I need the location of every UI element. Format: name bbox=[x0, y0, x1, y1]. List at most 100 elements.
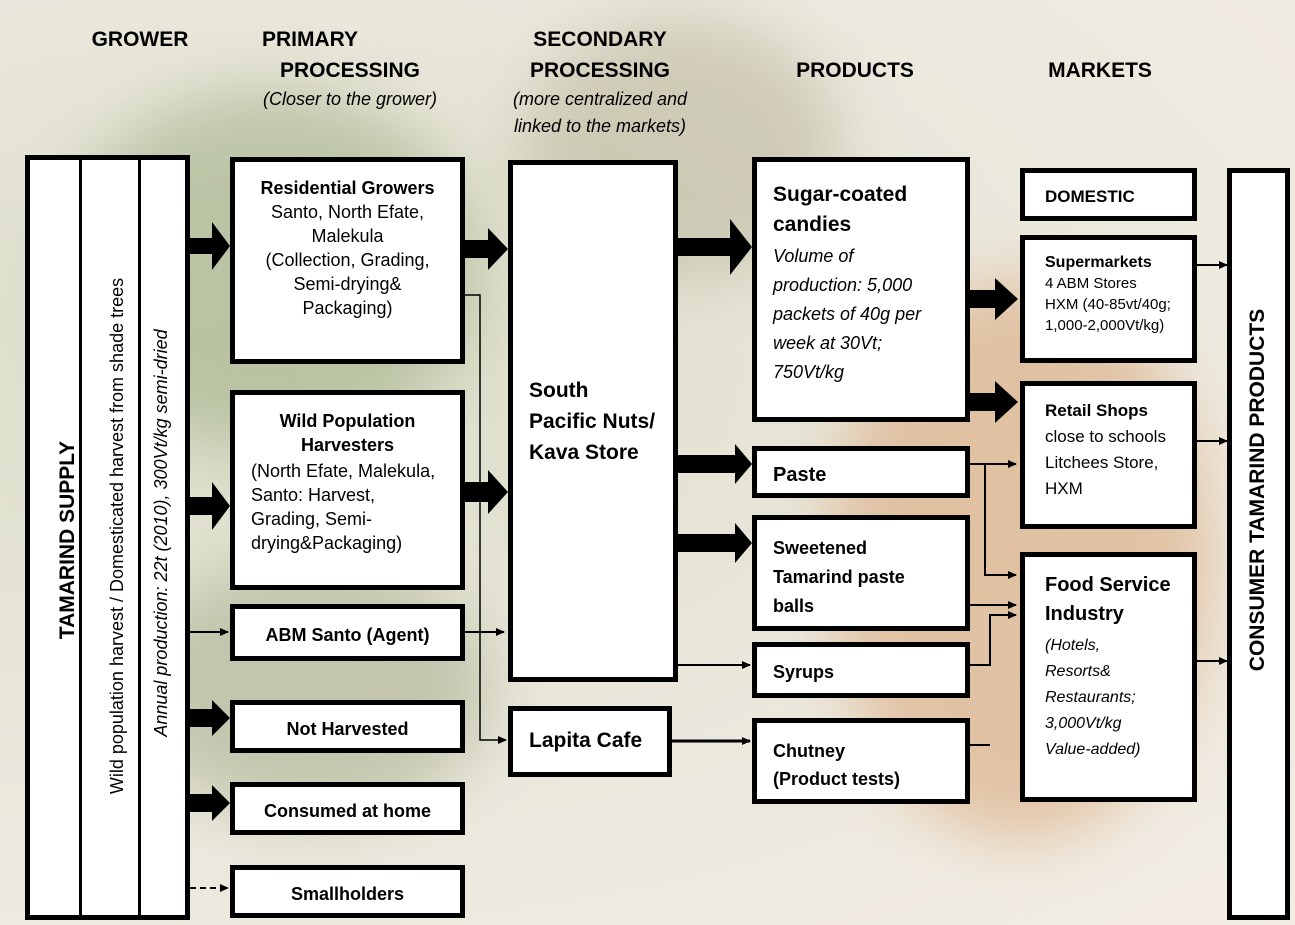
consumer-products-title: CONSUMER TAMARIND PRODUCTS bbox=[1246, 308, 1269, 672]
consumed-at-home-label: Consumed at home bbox=[263, 801, 432, 821]
food-line: Restaurants; bbox=[1045, 689, 1136, 706]
header-primary-processing: PRIMARY PROCESSING (Closer to the grower… bbox=[235, 24, 465, 113]
candies-line: week at 30Vt; bbox=[773, 333, 883, 353]
residential-line: (Collection, Grading, bbox=[265, 250, 430, 270]
arrow-supply-consumed bbox=[190, 785, 230, 821]
candies-line: Volume of bbox=[773, 246, 854, 266]
not-harvested-label: Not Harvested bbox=[286, 719, 409, 739]
supply-harvest-note: Wild population harvest / Domesticated h… bbox=[107, 277, 127, 795]
spn-line: Kava Store bbox=[529, 441, 639, 464]
header-processing-2: PROCESSING bbox=[529, 59, 671, 82]
header-products: PRODUCTS bbox=[796, 59, 914, 82]
retail-line: Litchees Store, bbox=[1045, 453, 1159, 472]
supermarkets-box: Supermarkets 4 ABM Stores HXM (40-85vt/4… bbox=[1020, 235, 1197, 363]
connector-residential-lapita bbox=[465, 294, 507, 744]
food-line: (Hotels, bbox=[1045, 637, 1101, 654]
supermarkets-line: 4 ABM Stores bbox=[1045, 275, 1137, 292]
sweetened-balls-box: Sweetened Tamarind paste balls bbox=[752, 515, 970, 631]
header-grower: GROWER bbox=[91, 28, 189, 51]
header-secondary-processing: SECONDARY PROCESSING (more centralized a… bbox=[485, 24, 715, 140]
paste-label: Paste bbox=[773, 464, 827, 486]
lapita-cafe-label: Lapita Cafe bbox=[529, 729, 643, 752]
smallholders-label: Smallholders bbox=[290, 884, 405, 904]
abm-santo-box: ABM Santo (Agent) bbox=[230, 604, 465, 661]
wild-harvesters-title-1: Wild Population bbox=[279, 411, 416, 431]
wild-line: Grading, Semi- bbox=[251, 509, 373, 529]
domestic-box: DOMESTIC bbox=[1020, 168, 1197, 221]
south-pacific-nuts-box: South Pacific Nuts/ Kava Store bbox=[508, 160, 678, 682]
paste-box: Paste bbox=[752, 446, 970, 498]
residential-growers-box: Residential Growers Santo, North Efate, … bbox=[230, 157, 465, 364]
food-line: Value-added) bbox=[1045, 741, 1141, 758]
abm-santo-label: ABM Santo (Agent) bbox=[265, 625, 430, 645]
header-markets: MARKETS bbox=[1048, 59, 1152, 82]
header-secondary-note-1: (more centralized and bbox=[512, 89, 688, 109]
residential-line: Semi-drying& bbox=[293, 274, 402, 294]
arrow-supply-wild bbox=[190, 482, 230, 530]
chutney-box: Chutney (Product tests) bbox=[752, 718, 970, 804]
header-primary-note: (Closer to the grower) bbox=[262, 89, 438, 109]
residential-line: Packaging) bbox=[302, 298, 393, 318]
header-secondary: SECONDARY bbox=[533, 28, 667, 51]
food-line: Resorts& bbox=[1045, 663, 1111, 680]
lapita-cafe-box: Lapita Cafe bbox=[508, 706, 672, 777]
arrow-spn-paste bbox=[678, 444, 752, 484]
candies-title-2: candies bbox=[773, 213, 852, 236]
supermarkets-line: 1,000-2,000Vt/kg) bbox=[1045, 317, 1165, 334]
spn-line: Pacific Nuts/ bbox=[529, 410, 656, 433]
wild-line: Santo: Harvest, bbox=[251, 485, 376, 505]
retail-line: HXM bbox=[1045, 479, 1083, 498]
residential-growers-title: Residential Growers bbox=[260, 178, 435, 198]
food-title-2: Industry bbox=[1045, 603, 1124, 625]
consumer-products-box bbox=[1227, 168, 1290, 920]
tamarind-supply-box bbox=[25, 155, 190, 920]
residential-line: Malekula bbox=[311, 226, 384, 246]
supply-annual-production: Annual production: 22t (2010), 300Vt/kg … bbox=[151, 329, 171, 737]
retail-title: Retail Shops bbox=[1045, 401, 1148, 420]
chutney-line: Chutney bbox=[773, 741, 845, 761]
smallholders-box: Smallholders bbox=[230, 865, 465, 918]
residential-line: Santo, North Efate, bbox=[270, 202, 425, 222]
candies-line: packets of 40g per bbox=[773, 304, 922, 324]
tamarind-supply-title: TAMARIND SUPPLY bbox=[56, 440, 79, 640]
spn-line: South bbox=[529, 379, 589, 402]
consumed-at-home-box: Consumed at home bbox=[230, 782, 465, 835]
food-service-box: Food Service Industry (Hotels, Resorts& … bbox=[1020, 552, 1197, 802]
retail-line: close to schools bbox=[1045, 427, 1166, 446]
balls-line: balls bbox=[773, 596, 815, 616]
arrow-candies-supermarkets bbox=[970, 278, 1018, 320]
domestic-label: DOMESTIC bbox=[1045, 187, 1135, 206]
arrow-residential-spn bbox=[465, 228, 508, 270]
arrow-wild-spn bbox=[465, 470, 508, 514]
retail-shops-box: Retail Shops close to schools Litchees S… bbox=[1020, 381, 1197, 529]
syrups-box: Syrups bbox=[752, 642, 970, 698]
arrow-spn-balls bbox=[678, 523, 752, 563]
arrow-candies-retail bbox=[970, 381, 1018, 423]
candies-line: 750Vt/kg bbox=[773, 362, 845, 382]
connector-syrups-food bbox=[970, 611, 1017, 666]
sugar-coated-candies-box: Sugar-coated candies Volume of productio… bbox=[752, 157, 970, 422]
food-title-1: Food Service bbox=[1045, 574, 1171, 596]
food-line: 3,000Vt/kg bbox=[1045, 715, 1122, 732]
wild-harvesters-box: Wild Population Harvesters (North Efate,… bbox=[230, 390, 465, 590]
wild-line: drying&Packaging) bbox=[251, 533, 403, 553]
not-harvested-box: Not Harvested bbox=[230, 700, 465, 753]
arrow-spn-candies bbox=[678, 219, 752, 275]
wild-line: (North Efate, Malekula, bbox=[251, 461, 436, 481]
header-secondary-note-2: linked to the markets) bbox=[513, 116, 687, 136]
syrups-label: Syrups bbox=[773, 662, 835, 682]
candies-title-1: Sugar-coated bbox=[773, 183, 908, 206]
connector-paste-food bbox=[984, 464, 1017, 579]
arrow-supply-not-harvested bbox=[190, 700, 230, 736]
balls-line: Sweetened bbox=[773, 538, 868, 558]
wild-harvesters-title-2: Harvesters bbox=[300, 435, 395, 455]
candies-line: production: 5,000 bbox=[773, 275, 913, 295]
balls-line: Tamarind paste bbox=[773, 567, 905, 587]
supermarkets-title: Supermarkets bbox=[1045, 254, 1152, 271]
header-processing-1: PROCESSING bbox=[279, 59, 421, 82]
supermarkets-line: HXM (40-85vt/40g; bbox=[1045, 296, 1171, 313]
chutney-line: (Product tests) bbox=[773, 769, 901, 789]
arrow-supply-residential bbox=[190, 222, 230, 270]
header-primary: PRIMARY bbox=[262, 28, 359, 51]
